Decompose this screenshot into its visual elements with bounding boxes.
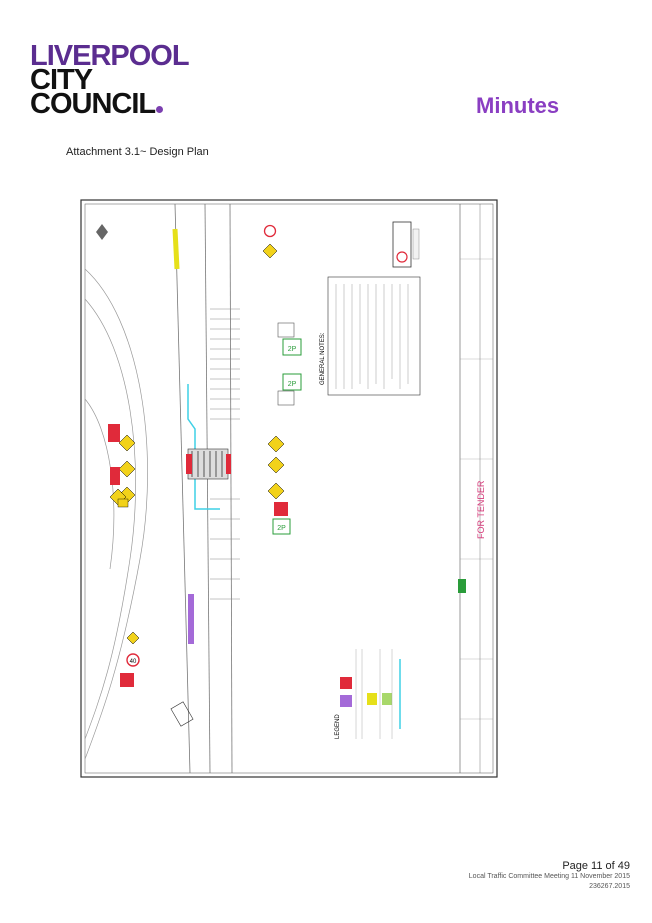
legend-yellow [367, 693, 377, 705]
sign-40: 40 [130, 659, 137, 665]
sign-2p-c: 2P [288, 381, 297, 388]
legend-red [340, 677, 352, 689]
warning-signs-left [108, 424, 136, 508]
general-notes-box [327, 276, 421, 396]
legend-title: LEGEND [335, 714, 341, 739]
page-number: Page 11 of 49 [562, 860, 630, 872]
logo-line-1: LIVERPOOL [30, 40, 190, 72]
legend-purple [340, 695, 352, 707]
council-logo: LIVERPOOL CITY COUNCIL [30, 40, 190, 119]
document-type-title: Minutes [476, 93, 560, 118]
logo-dot-icon [156, 106, 164, 113]
sign-2p-a: 2P [277, 525, 286, 532]
sign-2p-b: 2P [288, 346, 297, 353]
for-tender-stamp: FOR TENDER [476, 480, 486, 539]
general-notes-title: GENERAL NOTES: [320, 332, 326, 385]
legend-green [382, 693, 392, 705]
document-reference: 236267.2015 [589, 883, 630, 890]
drawing-border [80, 199, 498, 778]
warning-signs-right: 2P 2P 2P [262, 224, 302, 535]
logo-line-3-text: COUNCIL [30, 88, 156, 120]
design-plan-drawing: 2P 2P 2P 40 GENERAL NOTES: LEGEND [80, 199, 498, 778]
meeting-line: Local Traffic Committee Meeting 11 Novem… [468, 873, 630, 880]
logo-line-2: CITY [30, 64, 93, 96]
logo-line-3: COUNCIL [30, 90, 189, 119]
attachment-title: Attachment 3.1~ Design Plan [66, 146, 209, 158]
school-zone-signs: 40 [120, 631, 140, 687]
